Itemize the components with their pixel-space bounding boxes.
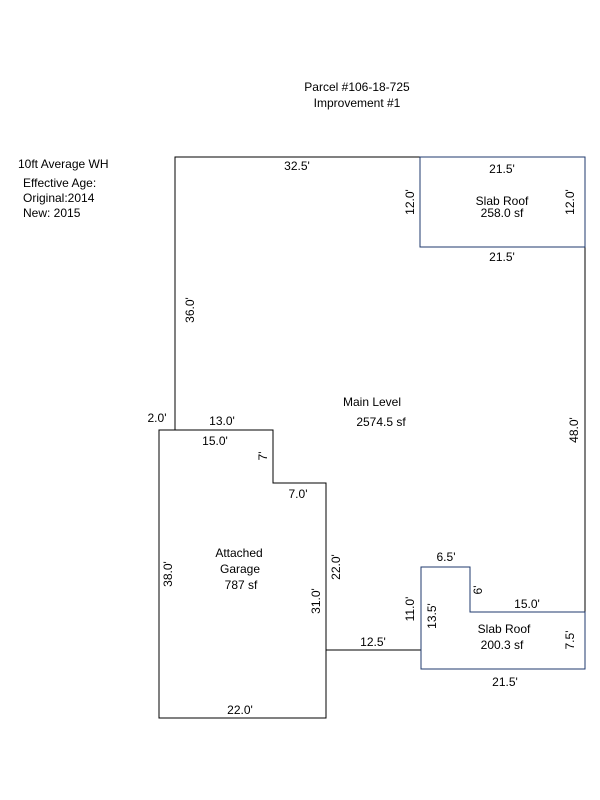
slab-roof-top-outline — [419, 156, 586, 248]
note-wall-height: 10ft Average WH — [18, 157, 109, 171]
dim-slab-bot-top: 15.0' — [514, 597, 540, 611]
main-level-label: Main Level — [342, 395, 402, 409]
dim-garage-right-inner: 31.0' — [309, 588, 323, 614]
dim-top-main: 32.5' — [284, 159, 310, 173]
dim-slab-top-bottom: 21.5' — [489, 250, 515, 264]
dim-garage-left: 38.0' — [161, 561, 175, 587]
main-level-area: 2574.5 sf — [356, 415, 406, 429]
dim-slab-top-right: 12.0' — [563, 189, 577, 215]
note-effective-age: Effective Age: — [23, 176, 97, 190]
dim-main-inner-22: 22.0' — [329, 554, 343, 580]
dim-main-right: 48.0' — [567, 417, 581, 443]
garage-label-line1: Attached — [215, 546, 263, 560]
slab-roof-top-label: Slab Roof — [475, 194, 529, 208]
dim-slab-bot-bottom: 21.5' — [492, 675, 518, 689]
dim-main-left: 36.0' — [183, 297, 197, 323]
dim-slab-top-left: 12.0' — [403, 189, 417, 215]
parcel-number: Parcel #106-18-725 — [304, 80, 410, 94]
slab-roof-bottom-outline — [420, 566, 586, 670]
dim-garage-top-inner: 15.0' — [202, 434, 228, 448]
dim-slab-bot-right: 7.5' — [563, 630, 577, 650]
slab-roof-bottom-label: Slab Roof — [477, 622, 531, 636]
slab-roof-top-area: 258.0 sf — [480, 206, 524, 220]
dim-garage-top-outer: 13.0' — [209, 414, 235, 428]
dim-connector-12-5: 12.5' — [360, 635, 386, 649]
garage-outline — [158, 429, 327, 719]
dim-notch-7: 7' — [256, 451, 270, 461]
slab-roof-bottom-area: 200.3 sf — [480, 638, 524, 652]
note-new-year: New: 2015 — [23, 206, 81, 220]
dim-slab-top-top: 21.5' — [489, 162, 515, 176]
dim-notch-7-0: 7.0' — [288, 487, 308, 501]
garage-area: 787 sf — [224, 578, 258, 592]
dim-bump-6-5: 6.5' — [436, 550, 456, 564]
improvement-title: Improvement #1 — [313, 96, 401, 110]
dim-bump-6: 6' — [471, 585, 485, 595]
garage-label-line2: Garage — [219, 562, 261, 576]
note-original-year: Original:2014 — [23, 191, 95, 205]
dim-slab-bot-left-13-5: 13.5' — [425, 603, 439, 629]
dim-slab-bot-left-11: 11.0' — [403, 596, 417, 622]
dim-step-left: 2.0' — [147, 411, 167, 425]
dim-garage-bottom: 22.0' — [227, 703, 253, 717]
